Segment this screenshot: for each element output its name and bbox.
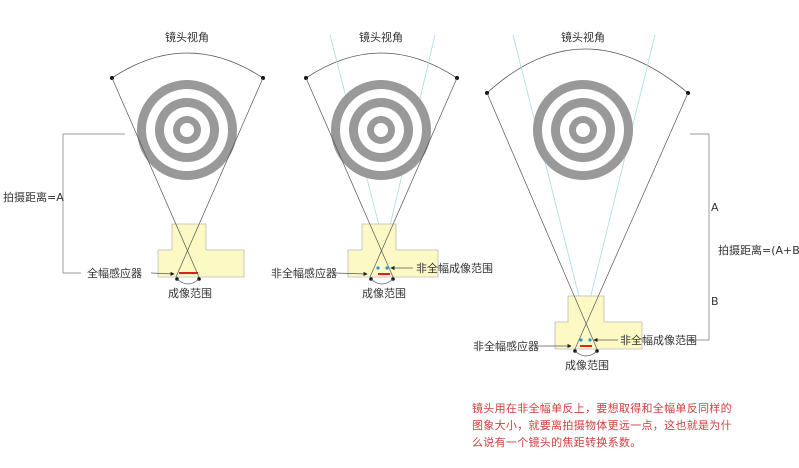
target-icon bbox=[137, 80, 237, 180]
panel-full-frame: 镜头视角 成像范围 全幅感应器 拍摄距离=A bbox=[3, 30, 265, 300]
target-icon bbox=[331, 80, 431, 180]
sensor-label: 非全幅感应器 bbox=[473, 339, 539, 353]
explanation-note: 镜头用在非全幅单反上，要想取得和全幅单反同样的图象大小，就要离拍摄物体更远一点，… bbox=[472, 402, 732, 449]
b-label: B bbox=[711, 295, 719, 308]
sensor-label: 非全幅感应器 bbox=[271, 266, 337, 280]
camera-body bbox=[157, 223, 245, 278]
view-angle-title: 镜头视角 bbox=[165, 30, 209, 44]
distance-label: 拍摄距离=(A+B) bbox=[718, 243, 799, 257]
image-range-label: 成像范围 bbox=[565, 358, 609, 372]
image-range-label: 成像范围 bbox=[168, 286, 212, 300]
panel-crop-same-distance: 镜头视角 成像范围 非全幅感应器 非全幅成像范围 bbox=[271, 30, 493, 300]
a-label: A bbox=[711, 201, 719, 214]
view-angle-arc bbox=[111, 52, 264, 79]
view-angle-title: 镜头视角 bbox=[359, 30, 403, 44]
target-icon bbox=[533, 80, 633, 180]
crop-range-label: 非全幅成像范围 bbox=[416, 261, 493, 275]
sensor-label: 全幅感应器 bbox=[87, 266, 142, 280]
view-angle-title: 镜头视角 bbox=[561, 30, 605, 44]
camera-body bbox=[347, 223, 439, 278]
panel-crop-farther: 镜头视角 成像范围 非全幅感应器 非全幅成像范围 A B 拍摄距离=(A+B) bbox=[473, 30, 799, 372]
distance-bracket bbox=[62, 133, 125, 274]
distance-bracket bbox=[683, 133, 710, 341]
image-range-label: 成像范围 bbox=[362, 286, 406, 300]
camera-body bbox=[554, 295, 643, 350]
crop-range-label: 非全幅成像范围 bbox=[620, 333, 697, 347]
distance-label: 拍摄距离=A bbox=[3, 190, 64, 204]
